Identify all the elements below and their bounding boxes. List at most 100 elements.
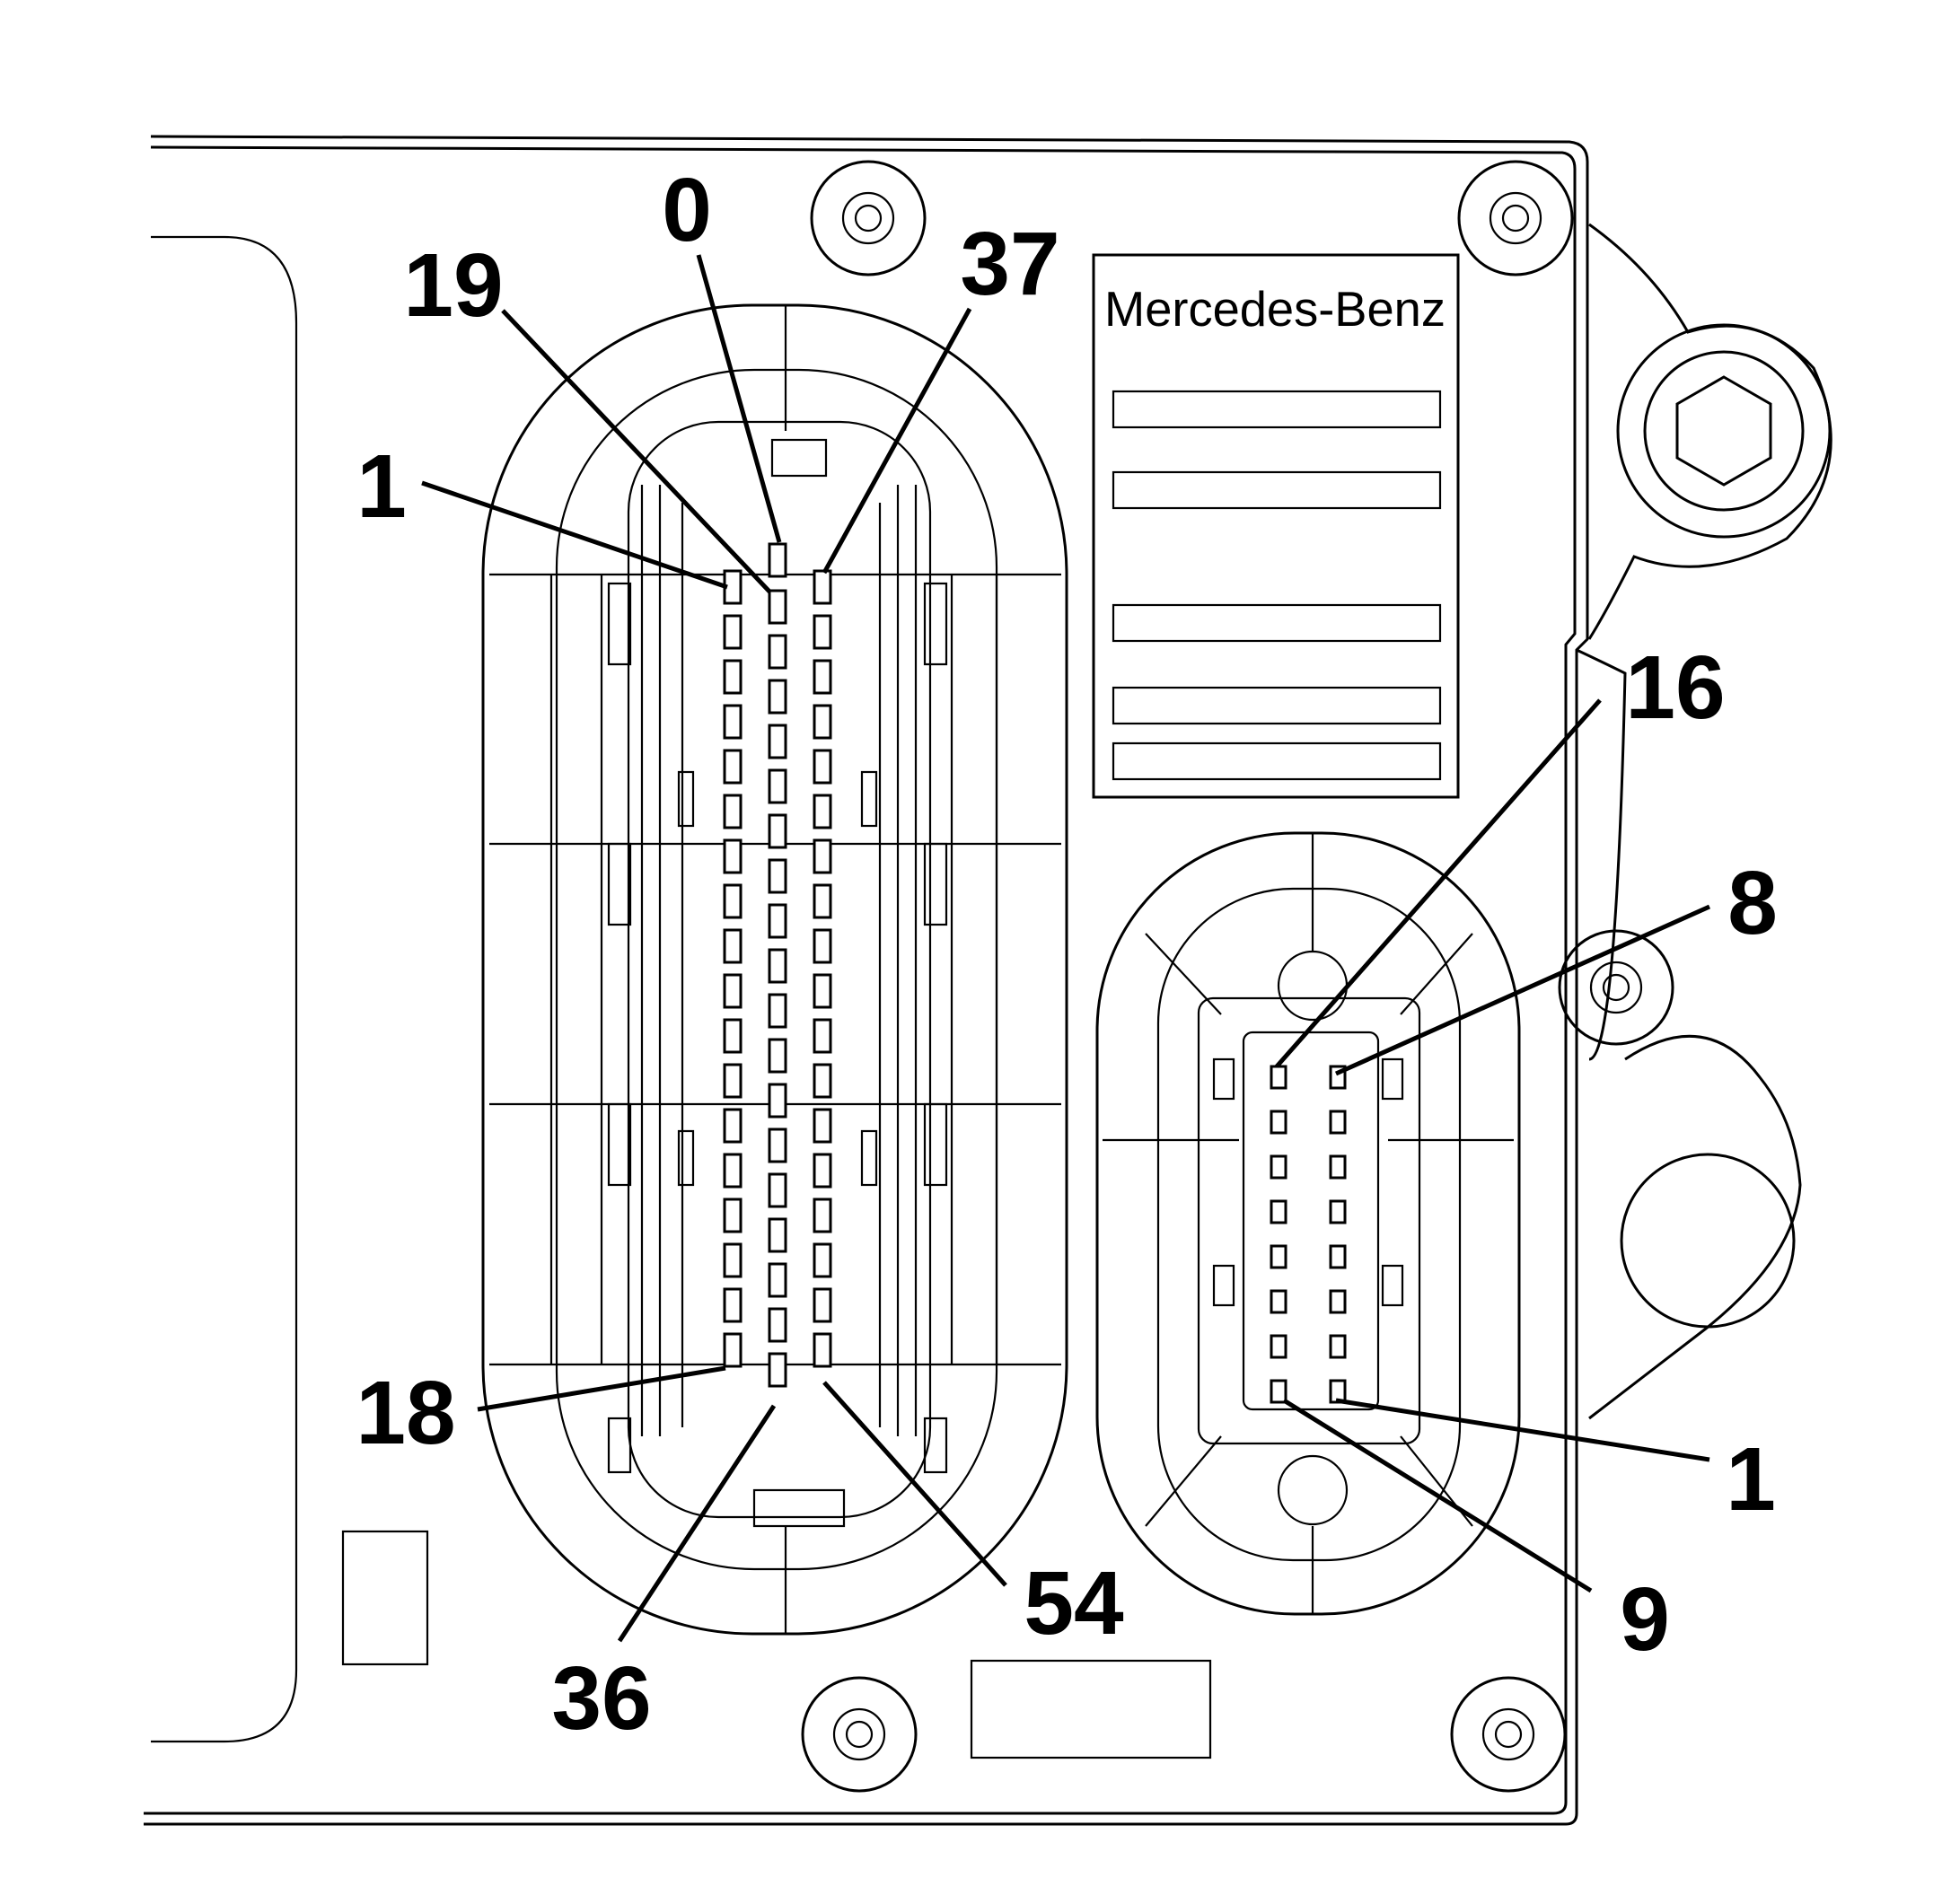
leader-main-1 — [421, 480, 728, 590]
leader-main-0 — [696, 254, 782, 543]
leader-small-1 — [1335, 1398, 1710, 1462]
callout-main-0: 0 — [662, 160, 712, 260]
pin-cavity-main-22 — [768, 724, 787, 759]
hex-bolt-icon — [1675, 375, 1772, 487]
pin-cavity-small-11 — [1270, 1289, 1287, 1314]
pin-cavity-main-2 — [723, 614, 743, 650]
main-connector — [481, 303, 1068, 1636]
pin-cavity-main-6 — [723, 794, 743, 829]
callout-small-9: 9 — [1620, 1569, 1670, 1670]
pin-cavity-main-21 — [768, 679, 787, 715]
pin-cavity-main-42 — [813, 794, 832, 829]
pin-cavity-main-41 — [813, 749, 832, 785]
pin-cavity-main-45 — [813, 928, 832, 964]
pin-cavity-small-12 — [1270, 1244, 1287, 1269]
pin-cavity-small-13 — [1270, 1199, 1287, 1224]
pin-cavity-main-10 — [723, 973, 743, 1009]
pin-cavity-main-12 — [723, 1063, 743, 1099]
leader-small-9 — [1282, 1398, 1593, 1593]
pin-cavity-main-0 — [768, 542, 787, 578]
pin-cavity-main-28 — [768, 993, 787, 1029]
pin-cavity-main-17 — [723, 1287, 743, 1323]
pin-cavity-main-4 — [723, 704, 743, 740]
pin-cavity-main-32 — [768, 1172, 787, 1208]
main-connector-pins — [723, 542, 832, 1388]
pin-cavity-small-9 — [1270, 1379, 1287, 1404]
pin-cavity-small-5 — [1329, 1199, 1347, 1224]
pin-cavity-main-3 — [723, 659, 743, 695]
small-connector-pins — [1270, 1065, 1347, 1404]
pin-cavity-main-46 — [813, 973, 832, 1009]
callout-small-1: 1 — [1726, 1429, 1776, 1530]
pin-cavity-main-20 — [768, 634, 787, 670]
screw-icon — [1457, 160, 1574, 276]
pin-cavity-small-7 — [1329, 1110, 1347, 1135]
leader-main-36 — [617, 1404, 777, 1643]
pin-cavity-main-27 — [768, 948, 787, 984]
pin-cavity-main-54 — [813, 1332, 832, 1368]
pin-cavity-main-9 — [723, 928, 743, 964]
pin-cavity-main-18 — [723, 1332, 743, 1368]
callout-main-1: 1 — [356, 436, 407, 537]
pin-cavity-small-16 — [1270, 1065, 1287, 1090]
leader-main-19 — [501, 309, 772, 594]
callout-small-8: 8 — [1727, 853, 1778, 953]
mounting-ears — [1576, 223, 1832, 1420]
leader-main-54 — [822, 1381, 1007, 1587]
leader-main-37 — [822, 307, 972, 575]
pin-cavity-main-40 — [813, 704, 832, 740]
pin-cavity-main-24 — [768, 813, 787, 849]
small-connector — [1095, 831, 1521, 1616]
label-slot-left — [341, 1530, 429, 1666]
pin-cavity-main-7 — [723, 838, 743, 874]
pin-cavity-main-13 — [723, 1108, 743, 1144]
pin-cavity-main-26 — [768, 903, 787, 939]
pin-cavity-main-39 — [813, 659, 832, 695]
pin-cavity-main-19 — [768, 589, 787, 625]
mount-hole — [1620, 1153, 1796, 1329]
pin-cavity-small-15 — [1270, 1110, 1287, 1135]
screw-icon — [810, 160, 927, 276]
pin-cavity-main-43 — [813, 838, 832, 874]
pin-cavity-main-31 — [768, 1127, 787, 1163]
callout-main-36: 36 — [551, 1648, 651, 1749]
pin-cavity-main-14 — [723, 1153, 743, 1189]
pin-cavity-main-11 — [723, 1018, 743, 1054]
housing — [144, 135, 1589, 1826]
pin-cavity-main-34 — [768, 1262, 787, 1298]
pin-cavity-main-33 — [768, 1217, 787, 1253]
pin-cavity-main-30 — [768, 1083, 787, 1119]
pin-cavity-main-49 — [813, 1108, 832, 1144]
leader-main-18 — [477, 1365, 726, 1412]
label-slot-bottom — [970, 1659, 1212, 1759]
pin-cavity-main-53 — [813, 1287, 832, 1323]
callout-small-16: 16 — [1625, 637, 1725, 738]
pin-cavity-main-50 — [813, 1153, 832, 1189]
pin-cavity-main-47 — [813, 1018, 832, 1054]
pin-cavity-main-52 — [813, 1242, 832, 1278]
pin-cavity-small-6 — [1329, 1154, 1347, 1180]
pin-cavity-small-10 — [1270, 1334, 1287, 1359]
callouts: 0 19 37 1 18 36 54 16 8 1 9 — [356, 160, 1777, 1749]
pin-cavity-main-29 — [768, 1038, 787, 1074]
pin-cavity-small-3 — [1329, 1289, 1347, 1314]
callout-main-18: 18 — [356, 1363, 455, 1463]
pin-cavity-main-15 — [723, 1198, 743, 1233]
type-plate: Mercedes-Benz — [1092, 253, 1460, 799]
hex-bolt-boss — [1616, 323, 1832, 539]
pin-cavity-main-51 — [813, 1198, 832, 1233]
pin-cavity-main-25 — [768, 858, 787, 894]
callout-main-19: 19 — [403, 235, 503, 336]
screws — [801, 160, 1674, 1793]
pin-cavity-main-37 — [813, 569, 832, 605]
callout-main-37: 37 — [960, 214, 1059, 314]
pin-cavity-main-48 — [813, 1063, 832, 1099]
pin-cavity-main-44 — [813, 883, 832, 919]
brand-label: Mercedes-Benz — [1104, 281, 1446, 337]
pin-cavity-main-38 — [813, 614, 832, 650]
pin-cavity-main-23 — [768, 768, 787, 804]
pin-cavity-small-14 — [1270, 1154, 1287, 1180]
leader-lines — [421, 254, 1711, 1643]
leader-small-8 — [1334, 904, 1711, 1076]
